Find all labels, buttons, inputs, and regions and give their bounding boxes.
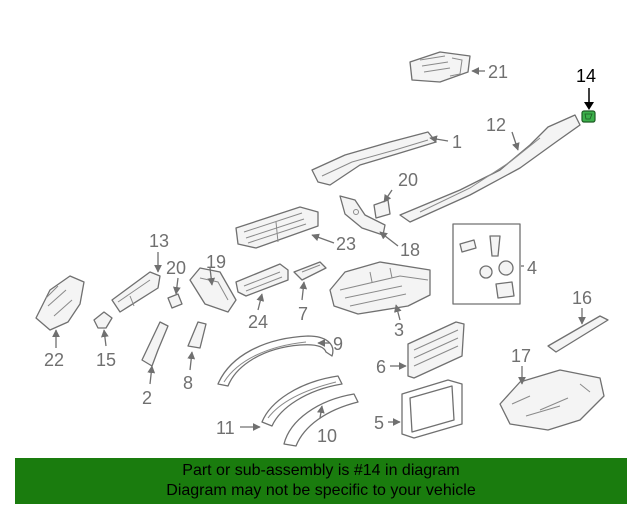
- part-22-side-panel[interactable]: [35, 275, 85, 331]
- callout-24: 24: [248, 312, 268, 332]
- callout-11: 11: [216, 418, 235, 438]
- part-23-center-vent[interactable]: [235, 206, 319, 249]
- part-10-lower-trim[interactable]: [283, 393, 359, 447]
- part-21-vent-grille[interactable]: [409, 51, 471, 83]
- callout-19: 19: [206, 252, 226, 272]
- part-5-display-bezel[interactable]: [401, 379, 463, 439]
- callout-2: 2: [142, 388, 152, 408]
- part-1-dash-pad[interactable]: [311, 131, 437, 186]
- info-banner: Part or sub-assembly is #14 in diagram D…: [15, 458, 627, 504]
- callout-13: 13: [149, 231, 169, 251]
- banner-line-1: Part or sub-assembly is #14 in diagram: [182, 462, 460, 479]
- part-8-bracket[interactable]: [187, 321, 207, 349]
- callout-14: 14: [576, 66, 596, 86]
- part-6-lower-panel[interactable]: [407, 321, 465, 379]
- callout-7: 7: [298, 304, 308, 324]
- callout-9: 9: [333, 334, 343, 354]
- callout-1: 1: [452, 132, 462, 152]
- callout-6: 6: [376, 357, 386, 377]
- callout-10: 10: [317, 426, 337, 446]
- part-2-pillar-trim[interactable]: [141, 321, 169, 367]
- part-18-side-bracket[interactable]: [339, 195, 386, 236]
- callout-3: 3: [394, 320, 404, 340]
- callout-18: 18: [400, 240, 420, 260]
- callout-4: 4: [527, 258, 537, 278]
- callout-21: 21: [488, 62, 508, 82]
- part-12-dash-trim[interactable]: [399, 114, 581, 223]
- part-24-vent-bezel[interactable]: [235, 263, 289, 297]
- part-15-knob[interactable]: [93, 311, 113, 329]
- part-14-clip[interactable]: [581, 110, 596, 123]
- part-16-trim-strip[interactable]: [547, 315, 609, 353]
- callout-15: 15: [96, 350, 116, 370]
- callout-16: 16: [572, 288, 592, 308]
- part-17-lower-bracket[interactable]: [499, 369, 605, 431]
- part-19-trim-panel[interactable]: [189, 267, 237, 313]
- callout-5: 5: [374, 413, 384, 433]
- callout-20-upper: 20: [398, 170, 418, 190]
- part-20-bracket-upper[interactable]: [373, 199, 391, 219]
- callout-23: 23: [336, 234, 356, 254]
- part-11-support-bracket[interactable]: [261, 375, 343, 427]
- callout-20-lower: 20: [166, 258, 186, 278]
- part-7-switch[interactable]: [293, 261, 327, 281]
- part-20-clip-lower[interactable]: [167, 293, 183, 309]
- part-4-fastener-kit[interactable]: [452, 223, 521, 305]
- callout-8: 8: [183, 373, 193, 393]
- callout-22: 22: [44, 350, 64, 370]
- callout-17: 17: [511, 346, 531, 366]
- part-3-center-assembly[interactable]: [329, 261, 431, 315]
- banner-line-2: Diagram may not be specific to your vehi…: [166, 482, 476, 499]
- part-9-cluster-hood[interactable]: [217, 335, 334, 387]
- callout-12: 12: [486, 115, 506, 135]
- part-13-left-trim[interactable]: [111, 271, 161, 313]
